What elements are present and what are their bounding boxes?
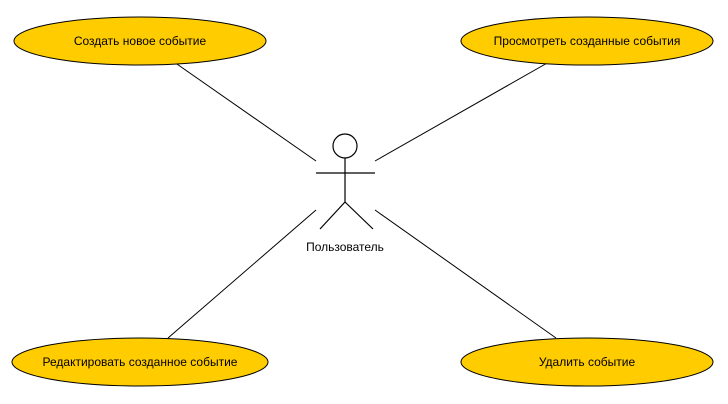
use-case-view-events-label: Просмотреть созданные события <box>494 34 681 48</box>
use-case-edit-event-shape <box>11 337 269 387</box>
association-view <box>374 61 550 162</box>
use-case-edit-event-label: Редактировать созданное событие <box>43 355 238 369</box>
use-case-create-event[interactable]: Создать новое событие <box>13 16 267 66</box>
use-case-create-event-shape <box>13 16 267 66</box>
association-delete <box>374 209 557 339</box>
actor-left-leg <box>319 201 346 230</box>
actor-user[interactable]: Пользователь <box>306 133 384 254</box>
use-case-delete-event-label: Удалить событие <box>539 355 636 369</box>
use-case-delete-event-shape <box>460 337 714 387</box>
use-case-delete-event[interactable]: Удалить событие <box>460 337 714 387</box>
use-case-view-events[interactable]: Просмотреть созданные события <box>460 16 714 66</box>
actor-head <box>332 133 358 159</box>
actor-right-leg <box>344 201 374 230</box>
use-case-view-events-shape <box>460 16 714 66</box>
actor-label: Пользователь <box>306 240 384 254</box>
use-case-create-event-label: Создать новое событие <box>74 34 207 48</box>
association-edit <box>167 209 317 339</box>
use-case-edit-event[interactable]: Редактировать созданное событие <box>11 337 269 387</box>
association-create <box>173 61 317 162</box>
